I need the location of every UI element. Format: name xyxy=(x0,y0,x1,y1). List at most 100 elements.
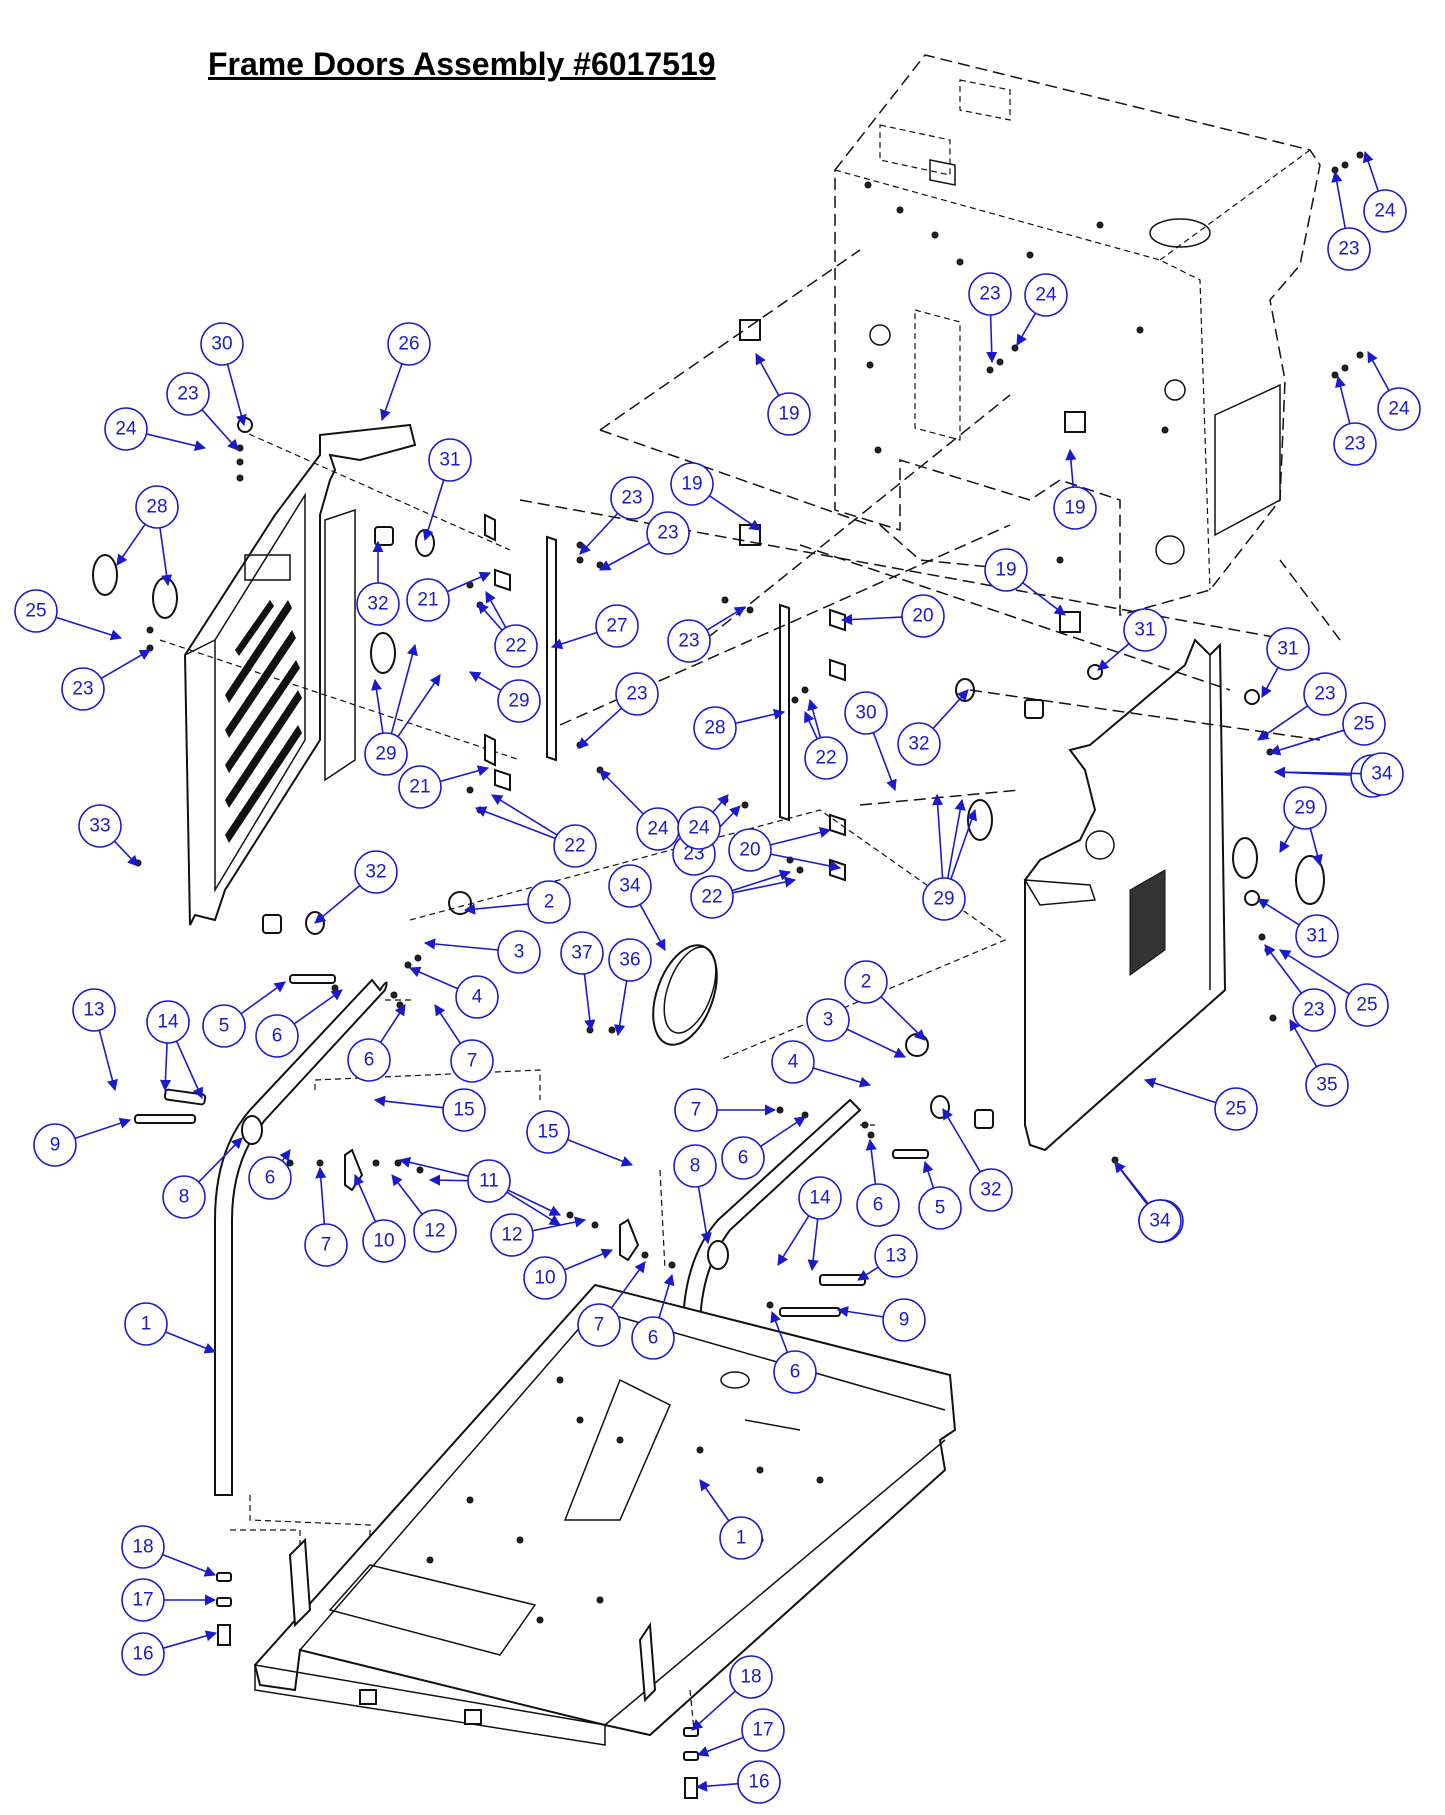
callout-circle xyxy=(413,1209,457,1253)
callout-number: 7 xyxy=(594,1315,605,1336)
callout-7: 7 xyxy=(577,1261,646,1347)
callout-number: 26 xyxy=(398,334,419,355)
callout-1: 1 xyxy=(124,1302,217,1354)
callout-leader-line xyxy=(1289,1019,1318,1068)
callout-22: 22 xyxy=(474,794,597,868)
callout-25: 25 xyxy=(14,589,123,641)
callout-circle xyxy=(767,392,811,436)
callout-circle xyxy=(523,1256,567,1300)
callout-number: 6 xyxy=(265,1168,276,1189)
callout-leader-line xyxy=(760,1116,806,1148)
callout-leader-line xyxy=(1264,944,1302,994)
callout-leader-line xyxy=(532,1216,587,1232)
callout-circle xyxy=(968,272,1012,316)
callout-12: 12 xyxy=(391,1174,457,1253)
callout-leader-line xyxy=(446,571,492,593)
callout-number: 15 xyxy=(453,1100,474,1121)
callout-leader-line xyxy=(198,1137,243,1183)
callout-circle xyxy=(304,1223,348,1267)
callout-circle xyxy=(497,679,541,723)
callout-number: 30 xyxy=(211,334,232,355)
callout-circle xyxy=(1123,608,1167,652)
callout-23: 23 xyxy=(1333,375,1377,466)
callout-7: 7 xyxy=(434,1004,494,1083)
callout-leader-line xyxy=(777,1215,810,1266)
callout-leader-line xyxy=(804,710,819,740)
callout-circle xyxy=(490,1213,534,1257)
callout-number: 24 xyxy=(1388,399,1410,420)
callout-31: 31 xyxy=(1257,898,1339,958)
callout-7: 7 xyxy=(304,1166,348,1267)
callout-number: 21 xyxy=(417,590,438,611)
callout-leader-line xyxy=(932,793,944,879)
callout-number: 9 xyxy=(50,1135,61,1156)
callout-circle xyxy=(146,1000,190,1044)
callout-circle xyxy=(984,548,1028,592)
callout-circle xyxy=(608,864,652,908)
callout-leader-line xyxy=(1367,351,1390,391)
callout-12: 12 xyxy=(490,1213,587,1257)
callout-circle xyxy=(1053,486,1097,530)
callout-circle xyxy=(1327,227,1371,271)
callout-leader-line xyxy=(697,1186,712,1245)
callout-leader-line xyxy=(567,1138,634,1167)
callout-leader-line xyxy=(610,1261,646,1309)
callout-28: 28 xyxy=(693,706,786,750)
callout-leader-line xyxy=(279,1149,291,1162)
callout-number: 23 xyxy=(1314,684,1335,705)
callout-leader-line xyxy=(315,1166,327,1225)
callout-leader-line xyxy=(691,1690,736,1731)
callout-leader-line xyxy=(159,527,173,587)
callout-circle xyxy=(1333,422,1377,466)
callout-number: 23 xyxy=(1344,434,1365,455)
callout-circle xyxy=(450,1039,494,1083)
callout-number: 34 xyxy=(1371,764,1393,785)
callout-23: 23 xyxy=(1327,170,1371,271)
callout-number: 23 xyxy=(72,679,93,700)
callout-circle xyxy=(806,998,850,1042)
callout-leader-line xyxy=(807,698,822,738)
callout-30: 30 xyxy=(844,691,897,792)
callout-number: 6 xyxy=(364,1050,375,1071)
callout-number: 11 xyxy=(479,1171,499,1192)
callout-circle xyxy=(354,850,398,894)
callout-circle xyxy=(104,407,148,451)
callout-number: 17 xyxy=(752,1720,773,1741)
callout-number: 36 xyxy=(619,950,640,971)
callout-number: 32 xyxy=(908,734,929,755)
callout-number: 23 xyxy=(621,488,642,509)
callout-34: 34 xyxy=(1273,752,1404,796)
callout-number: 19 xyxy=(681,474,702,495)
callout-34: 34 xyxy=(608,864,666,951)
callout-number: 34 xyxy=(619,876,641,897)
callout-number: 21 xyxy=(409,777,430,798)
callout-leader-line xyxy=(986,314,998,364)
callout-circle xyxy=(1138,1199,1182,1243)
callout-24: 24 xyxy=(1367,351,1421,431)
callout-leader-line xyxy=(583,973,596,1032)
callout-circle xyxy=(674,1088,718,1132)
callout-leader-line xyxy=(434,1004,462,1044)
callout-32: 32 xyxy=(897,689,969,766)
callout-leader-line xyxy=(1362,150,1380,192)
callout-number: 3 xyxy=(514,942,525,963)
callout-leader-line xyxy=(162,1630,218,1649)
callout-circle xyxy=(248,1156,292,1200)
callout-number: 28 xyxy=(704,718,725,739)
callout-leader-line xyxy=(577,707,623,749)
callout-leader-line xyxy=(491,794,558,836)
callout-circle xyxy=(670,462,714,506)
callout-leader-line xyxy=(696,1736,744,1757)
callout-25: 25 xyxy=(1143,1077,1258,1131)
callout-leader-line xyxy=(922,1160,935,1189)
callout-15: 15 xyxy=(526,1110,634,1167)
callout-number: 24 xyxy=(688,818,710,839)
callout-number: 33 xyxy=(89,816,110,837)
callout-6: 6 xyxy=(631,1273,675,1360)
callout-leader-line xyxy=(732,876,797,894)
callout-circle xyxy=(387,322,431,366)
callout-leader-line xyxy=(836,1305,884,1318)
callout-circle xyxy=(494,624,538,668)
callout-circle xyxy=(595,604,639,648)
callout-19: 19 xyxy=(670,462,761,531)
